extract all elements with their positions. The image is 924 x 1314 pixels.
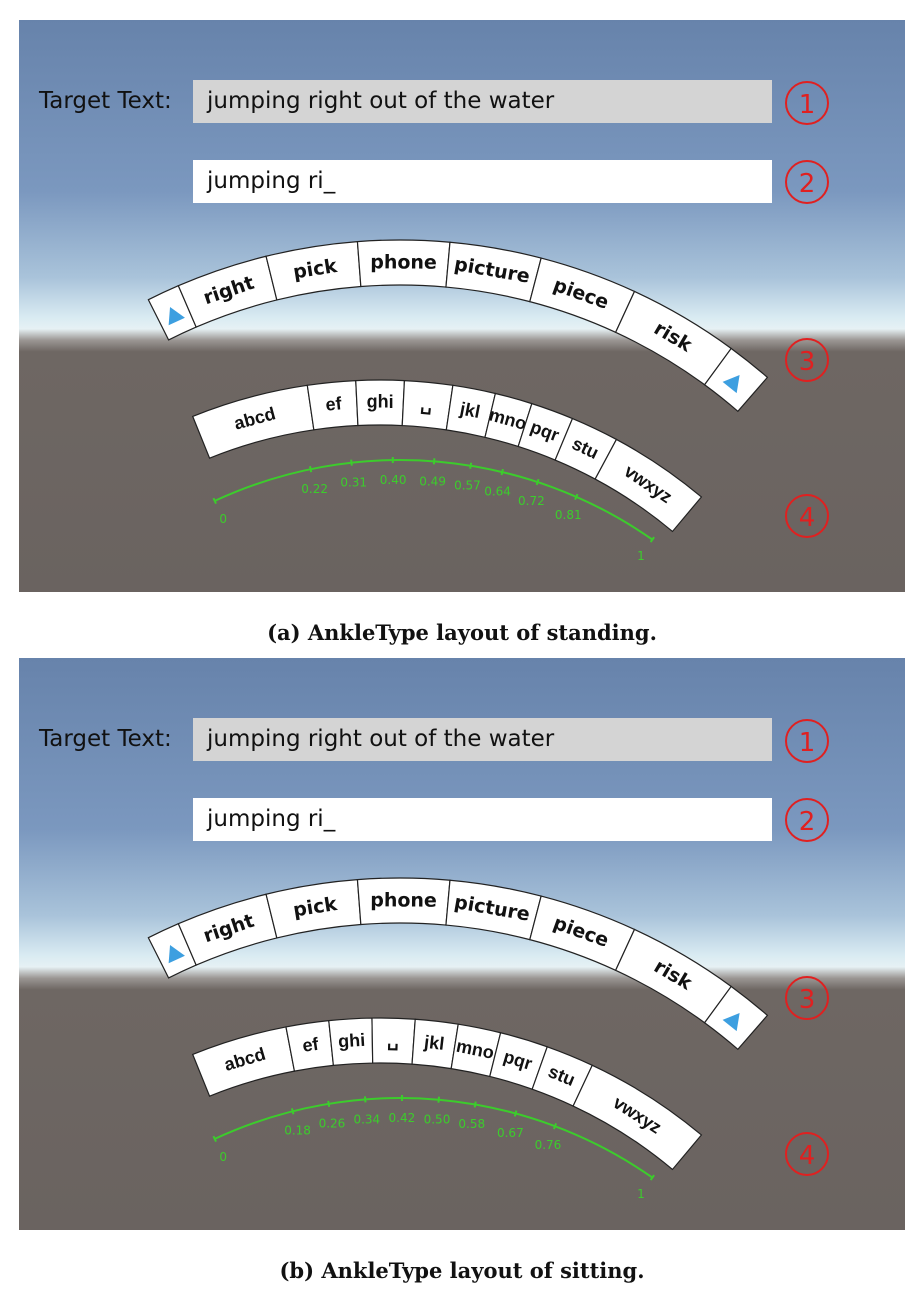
key-label: ef <box>301 1034 321 1056</box>
word-label: phone <box>370 889 437 911</box>
key-label: jkl <box>457 398 481 422</box>
word-label: phone <box>370 251 437 273</box>
standing-screenshot: Target Text: jumping right out of the wa… <box>19 20 905 592</box>
typed-text-input[interactable]: jumping ri_ <box>193 160 772 203</box>
target-text-label: Target Text: <box>39 88 172 114</box>
scale-tick-label: 0.22 <box>301 482 328 496</box>
scale-tick-label: 0.64 <box>484 484 511 498</box>
scale-tick <box>535 478 540 486</box>
scale-tick-label: 0.50 <box>424 1113 451 1127</box>
scale-tick-label: 0.42 <box>389 1111 416 1125</box>
scale-tick-label: 0.49 <box>419 474 446 488</box>
triangle-left-icon[interactable] <box>162 941 185 964</box>
target-text-field: jumping right out of the water <box>193 80 772 123</box>
key-vwxyz[interactable] <box>572 1064 703 1171</box>
key-label: ␣ <box>420 394 433 416</box>
marker-3: 3 <box>785 338 829 382</box>
scale-tick <box>309 466 313 473</box>
triangle-left-icon[interactable] <box>162 303 185 326</box>
key-label: ghi <box>367 392 394 412</box>
scale-tick-label: 0.40 <box>380 473 407 487</box>
marker-2: 2 <box>785 160 829 204</box>
sitting-screenshot: Target Text: jumping right out of the wa… <box>19 658 905 1230</box>
scale-tick-label: 0.34 <box>353 1112 380 1126</box>
scale-tick <box>513 1110 518 1117</box>
scale-tick-label: 0.31 <box>340 476 367 490</box>
key-label: jkl <box>422 1032 445 1054</box>
marker-3: 3 <box>785 976 829 1020</box>
marker-2: 2 <box>785 798 829 842</box>
scale-tick <box>500 468 504 476</box>
key-label: ef <box>325 393 344 415</box>
scale-tick-label: 0.26 <box>319 1117 346 1131</box>
triangle-right-icon[interactable] <box>722 369 747 394</box>
scale-tick-label: 0 <box>219 512 227 526</box>
scale-tick <box>649 536 655 543</box>
triangle-right-icon[interactable] <box>722 1007 747 1032</box>
scale-tick <box>350 459 353 466</box>
scale-tick <box>473 1101 477 1108</box>
scale-tick-label: 0.57 <box>454 478 481 492</box>
target-text-field: jumping right out of the water <box>193 718 772 761</box>
marker-1: 1 <box>785 81 829 125</box>
scale-tick-label: 0.72 <box>518 494 545 508</box>
scale-tick-label: 0.58 <box>458 1117 485 1131</box>
scale-tick <box>212 1135 217 1143</box>
scale-tick-label: 0.67 <box>497 1126 524 1140</box>
key-label: ␣ <box>387 1030 399 1051</box>
scale-tick-label: 0.81 <box>555 508 582 522</box>
scale-tick-label: 0 <box>219 1150 227 1164</box>
typed-text-input[interactable]: jumping ri_ <box>193 798 772 841</box>
scale-tick <box>212 497 217 505</box>
scale-tick <box>327 1100 331 1107</box>
scale-tick <box>552 1123 557 1130</box>
scale-tick-label: 0.76 <box>535 1138 562 1152</box>
caption-a: (a) AnkleType layout of standing. <box>267 620 657 645</box>
scale-tick <box>574 493 579 501</box>
scale-tick <box>469 462 473 469</box>
scale-tick-label: 1 <box>637 1187 645 1201</box>
key-vwxyz[interactable] <box>594 438 703 533</box>
marker-1: 1 <box>785 719 829 763</box>
target-text-label: Target Text: <box>39 726 172 752</box>
scale-tick <box>290 1108 295 1115</box>
scale-tick <box>437 1096 440 1103</box>
scale-tick-label: 0.18 <box>284 1124 311 1138</box>
marker-4: 4 <box>785 1132 829 1176</box>
caption-b: (b) AnkleType layout of sitting. <box>279 1258 645 1283</box>
marker-4: 4 <box>785 494 829 538</box>
scale-arc <box>214 459 653 541</box>
scale-tick-label: 1 <box>637 549 645 563</box>
scale-tick <box>649 1174 655 1181</box>
key-label: ghi <box>338 1030 366 1052</box>
